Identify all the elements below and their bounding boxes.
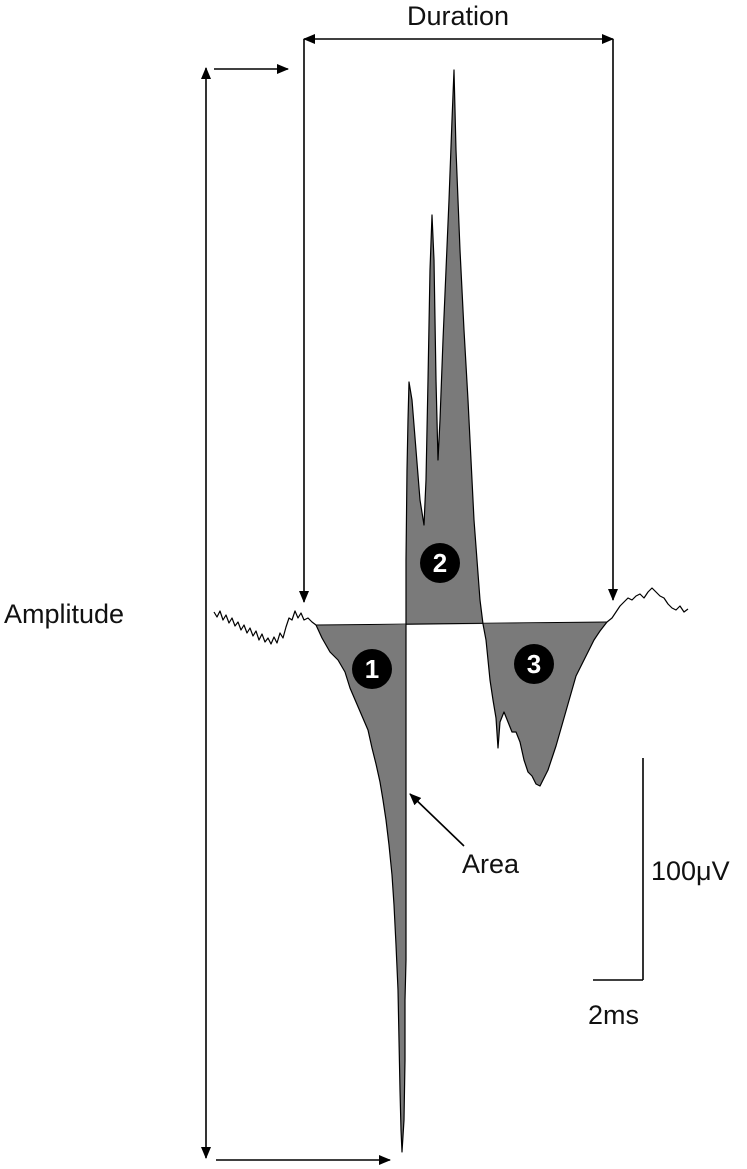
phase-1-area	[316, 625, 406, 1152]
phase-1-badge: 1	[352, 649, 392, 689]
phase-3-area	[483, 622, 607, 786]
duration-label: Duration	[407, 1, 509, 31]
signal-trace	[213, 69, 689, 1153]
phase-3-badge: 3	[514, 644, 554, 684]
voltage-scale-label: 100μV	[651, 856, 730, 886]
phase-2-area	[406, 70, 483, 625]
area-label: Area	[462, 849, 520, 879]
area-pointer-arrow	[409, 793, 465, 847]
time-scale-label: 2ms	[588, 1000, 639, 1030]
phase-3-number: 3	[527, 649, 541, 679]
phase-2-number: 2	[433, 548, 447, 578]
phase-1-number: 1	[365, 654, 379, 684]
phase-2-badge: 2	[420, 543, 460, 583]
baseline	[315, 621, 608, 626]
amplitude-label: Amplitude	[4, 599, 124, 629]
